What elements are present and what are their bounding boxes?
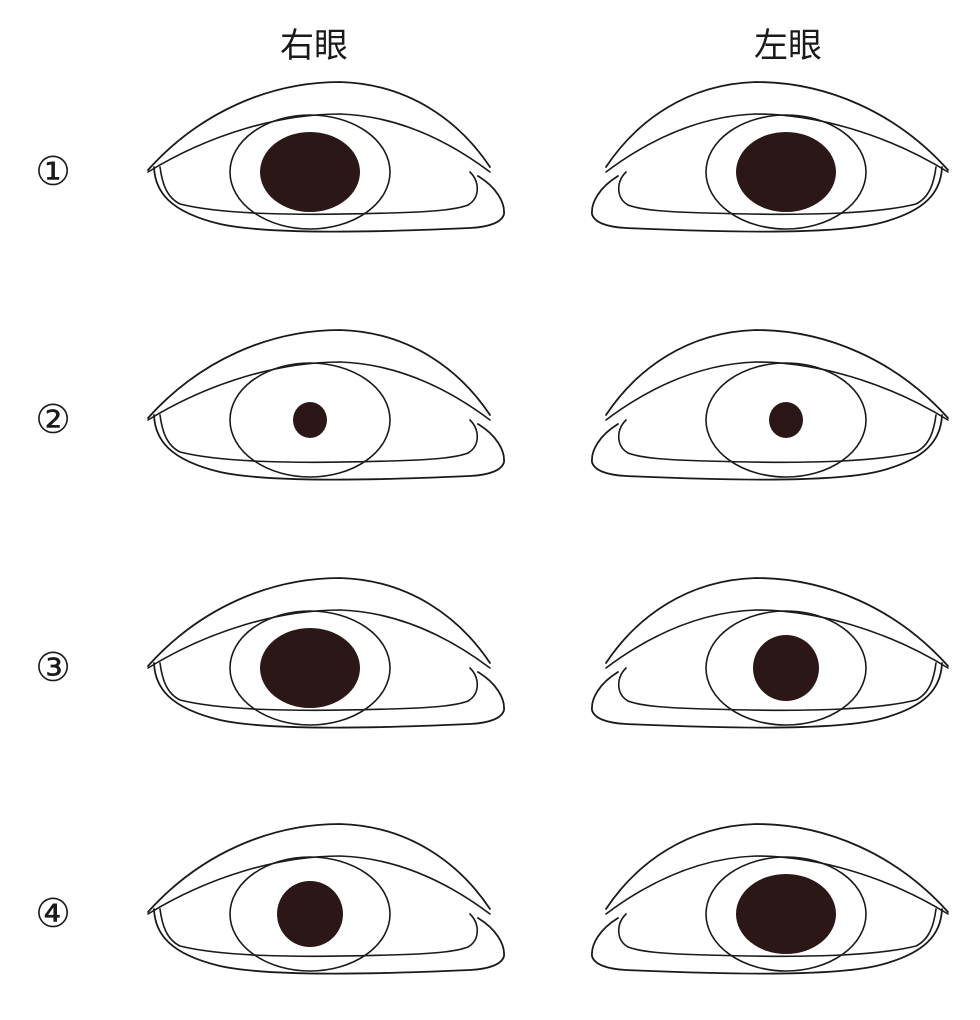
lower-lid-inner bbox=[159, 662, 479, 712]
left-eye-row-4 bbox=[591, 823, 949, 975]
lower-lid-inner bbox=[617, 662, 937, 712]
pupil-large bbox=[260, 132, 360, 212]
lower-lid-inner bbox=[617, 414, 937, 464]
lower-lid-inner bbox=[159, 908, 479, 958]
lower-lid-outer bbox=[591, 414, 943, 481]
upper-eyelid-crease bbox=[147, 577, 491, 667]
right-eye-row-1 bbox=[147, 81, 505, 233]
left-eye-row-2 bbox=[591, 329, 949, 481]
lower-lid-outer bbox=[153, 662, 505, 729]
row-label-4: ④ bbox=[35, 891, 71, 937]
pupil-small bbox=[769, 402, 803, 438]
upper-eyelid-crease bbox=[605, 329, 949, 419]
pupil-large bbox=[260, 628, 360, 708]
row-label-1: ① bbox=[35, 149, 71, 195]
left-eye-row-1 bbox=[591, 81, 949, 233]
lower-lid-outer bbox=[591, 662, 943, 729]
upper-lid-rim bbox=[605, 113, 949, 173]
pupil-large bbox=[736, 874, 836, 954]
upper-eyelid-crease bbox=[605, 823, 949, 913]
upper-eyelid-crease bbox=[605, 577, 949, 667]
right-eye-column-header: 右眼 bbox=[280, 26, 348, 66]
upper-lid-rim bbox=[147, 855, 491, 915]
upper-lid-rim bbox=[147, 361, 491, 421]
iris-outline bbox=[705, 362, 867, 478]
upper-lid-rim bbox=[605, 855, 949, 915]
upper-eyelid-crease bbox=[147, 329, 491, 419]
iris-outline bbox=[705, 114, 867, 230]
upper-lid-rim bbox=[147, 609, 491, 669]
right-eye-row-3 bbox=[147, 577, 505, 729]
lower-lid-outer bbox=[591, 908, 943, 975]
lower-lid-inner bbox=[159, 166, 479, 216]
pupil-medium bbox=[753, 635, 819, 701]
lower-lid-outer bbox=[591, 166, 943, 233]
pupil-large bbox=[736, 132, 836, 212]
iris-outline bbox=[229, 114, 391, 230]
iris-outline bbox=[705, 856, 867, 972]
right-eye-row-4 bbox=[147, 823, 505, 975]
upper-lid-rim bbox=[605, 361, 949, 421]
pupil-medium bbox=[277, 881, 343, 947]
lower-lid-outer bbox=[153, 908, 505, 975]
iris-outline bbox=[229, 856, 391, 972]
upper-lid-rim bbox=[605, 609, 949, 669]
left-eye-row-3 bbox=[591, 577, 949, 729]
upper-eyelid-crease bbox=[605, 81, 949, 171]
pupil-small bbox=[293, 402, 327, 438]
lower-lid-outer bbox=[153, 166, 505, 233]
upper-eyelid-crease bbox=[147, 823, 491, 913]
lower-lid-outer bbox=[153, 414, 505, 481]
upper-lid-rim bbox=[147, 113, 491, 173]
lower-lid-inner bbox=[159, 414, 479, 464]
left-eye-column-header: 左眼 bbox=[754, 26, 822, 66]
right-eye-row-2 bbox=[147, 329, 505, 481]
lower-lid-inner bbox=[617, 166, 937, 216]
row-label-3: ③ bbox=[35, 645, 71, 691]
iris-outline bbox=[229, 610, 391, 726]
iris-outline bbox=[705, 610, 867, 726]
iris-outline bbox=[229, 362, 391, 478]
row-label-2: ② bbox=[35, 397, 71, 443]
upper-eyelid-crease bbox=[147, 81, 491, 171]
lower-lid-inner bbox=[617, 908, 937, 958]
